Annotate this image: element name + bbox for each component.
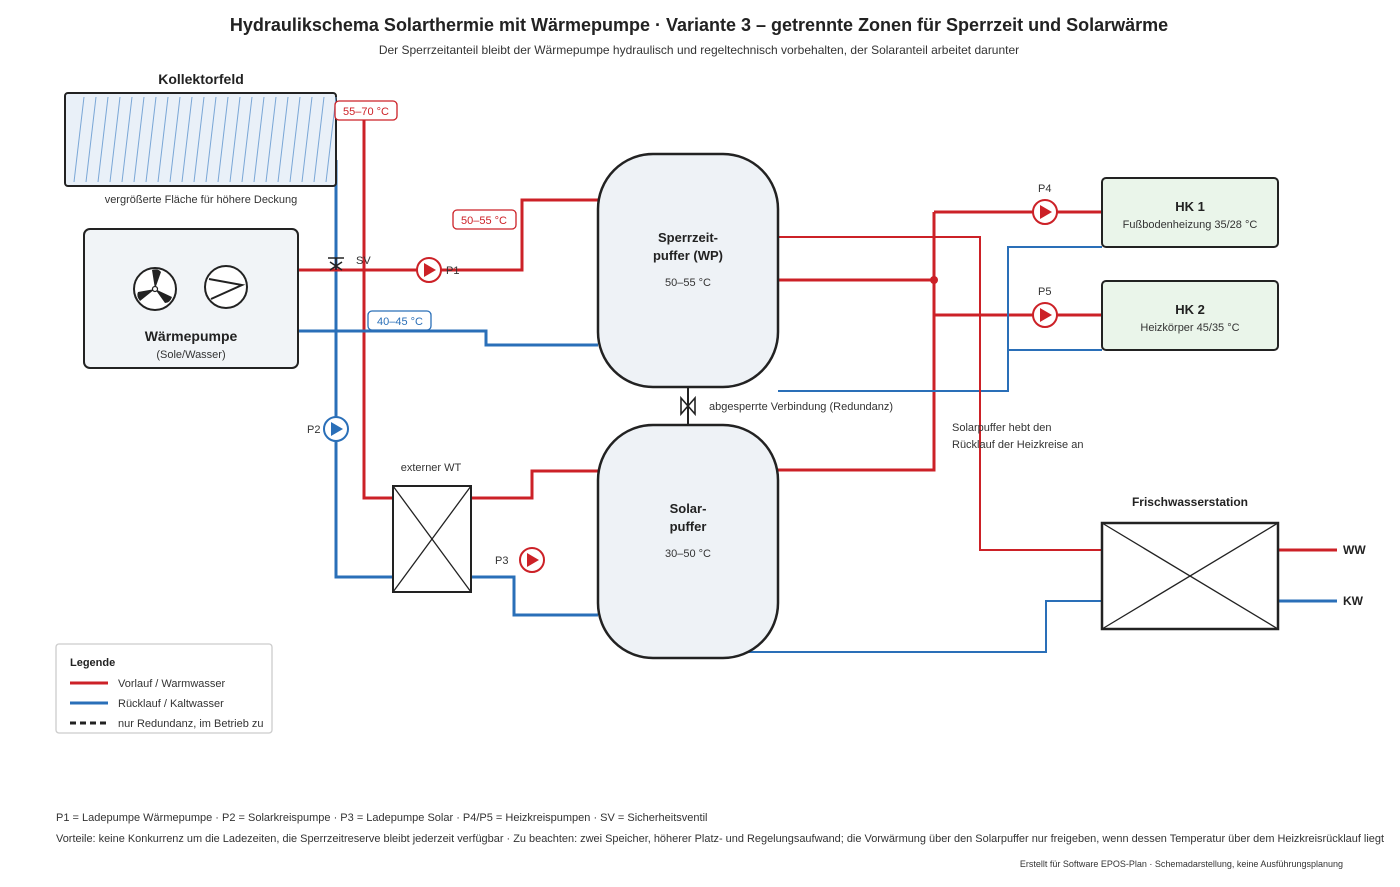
- collector-tube: [109, 96, 121, 183]
- legend-label-supply: Vorlauf / Warmwasser: [118, 678, 226, 690]
- hk2-title: HK 2: [1175, 302, 1205, 317]
- external-hx: [392, 485, 472, 593]
- collector-tube: [181, 96, 193, 183]
- collector-field: [64, 92, 337, 187]
- collector-tube: [85, 96, 97, 183]
- tank-top-line1: Sperrzeit-: [658, 230, 718, 245]
- sv-label: SV: [356, 255, 371, 267]
- pump-p4-icon: [1032, 199, 1058, 225]
- temp-tag-hp-return: 40–45 °C: [367, 310, 432, 331]
- hk2-subtitle: Heizkörper 45/35 °C: [1140, 322, 1239, 334]
- collector-tube: [325, 96, 337, 183]
- tank-bottom-line1: Solar-: [670, 501, 707, 516]
- hp-supply-pipe: [298, 198, 598, 272]
- collector-tube: [133, 96, 145, 183]
- heatpump-title: Wärmepumpe: [145, 328, 238, 344]
- collector-note: vergrößerte Fläche für höhere Deckung: [105, 194, 298, 206]
- collector-tube: [265, 96, 277, 183]
- footer-credit: Erstellt für Software EPOS-Plan · Schema…: [1020, 859, 1343, 869]
- legend: Legende Vorlauf / Warmwasser Rücklauf / …: [55, 643, 273, 734]
- heatpump-box: [83, 228, 299, 369]
- collector-tube: [241, 96, 253, 183]
- hk1-subtitle: Fußbodenheizung 35/28 °C: [1123, 219, 1258, 231]
- hx-label: externer WT: [401, 462, 462, 474]
- fan-icon: [133, 267, 177, 311]
- collector-tube: [277, 96, 289, 183]
- pump-p1-icon: [416, 257, 442, 283]
- junction-dot: [930, 276, 938, 284]
- hx-tank-supply-pipe: [471, 469, 598, 500]
- collector-return-pipe: [334, 160, 393, 579]
- collector-tube: [313, 96, 325, 183]
- tank-bottom-temp: 30–50 °C: [665, 548, 711, 560]
- shutoff-valve-icon: [680, 395, 696, 417]
- svg-text:40–45 °C: 40–45 °C: [377, 316, 423, 328]
- hk1-title: HK 1: [1175, 199, 1205, 214]
- collector-tube: [97, 96, 109, 183]
- pump-p4-label: P4: [1038, 183, 1051, 195]
- ww-label: WW: [1343, 543, 1366, 557]
- footer-notes: Vorteile: keine Konkurrenz um die Ladeze…: [56, 833, 1384, 845]
- legend-label-redundancy: nur Redundanz, im Betrieb zu: [118, 718, 264, 730]
- collector-tube: [205, 96, 217, 183]
- tank-sperrzeit: [596, 152, 780, 389]
- safety-valve-icon: [328, 257, 344, 271]
- collector-supply-pipe: [362, 120, 393, 500]
- collector-tube: [253, 96, 265, 183]
- collector-title: Kollektorfeld: [158, 71, 244, 87]
- tank-bottom-line2: puffer: [670, 519, 707, 534]
- kw-label: KW: [1343, 594, 1364, 608]
- collector-tube: [217, 96, 229, 183]
- hp-return-pipe: [298, 329, 598, 347]
- collector-tube: [289, 96, 301, 183]
- pump-p2-label: P2: [307, 424, 320, 436]
- pump-p5-label: P5: [1038, 286, 1051, 298]
- collector-tube: [301, 96, 313, 183]
- tank-top-line2: puffer (WP): [653, 248, 723, 263]
- hk2-box: [1101, 280, 1279, 351]
- solar-note-line1: Solarpuffer hebt den: [952, 422, 1051, 434]
- pump-p5-icon: [1032, 302, 1058, 328]
- heating-supply-riser: [778, 212, 936, 472]
- temp-tag-hp-supply: 50–55 °C: [452, 209, 517, 230]
- pump-p2-icon: [323, 416, 349, 442]
- hk1-return-pipe: [778, 246, 1102, 392]
- hk1-box: [1101, 177, 1279, 248]
- connection-label: abgesperrte Verbindung (Redundanz): [709, 401, 893, 413]
- legend-label-return: Rücklauf / Kaltwasser: [118, 698, 224, 710]
- fws-supply-pipe: [778, 236, 1102, 551]
- pump-p1-label: P1: [446, 265, 459, 277]
- svg-text:50–55 °C: 50–55 °C: [461, 215, 507, 227]
- temp-tag-collector: 55–70 °C: [334, 100, 398, 121]
- hx-tank-return-pipe: [471, 575, 598, 617]
- fresh-water-station: [1100, 521, 1280, 631]
- diagram-subtitle: Der Sperrzeitanteil bleibt der Wärmepump…: [379, 43, 1019, 57]
- diagram-title: Hydraulikschema Solarthermie mit Wärmepu…: [230, 15, 1168, 35]
- collector-tube: [169, 96, 181, 183]
- collector-tube: [157, 96, 169, 183]
- solar-note-line2: Rücklauf der Heizkreise an: [952, 439, 1083, 451]
- tank-top-temp: 50–55 °C: [665, 277, 711, 289]
- footer-abbreviations: P1 = Ladepumpe Wärmepumpe · P2 = Solarkr…: [56, 812, 707, 824]
- collector-tube: [193, 96, 205, 183]
- pump-p3-icon: [519, 547, 545, 573]
- svg-text:55–70 °C: 55–70 °C: [343, 106, 389, 118]
- heatpump-subtitle: (Sole/Wasser): [156, 349, 225, 361]
- collector-tube: [121, 96, 133, 183]
- collector-tube: [73, 96, 85, 183]
- pump-p3-label: P3: [495, 555, 508, 567]
- legend-title: Legende: [70, 657, 115, 669]
- collector-tube: [145, 96, 157, 183]
- compressor-icon: [204, 265, 248, 309]
- fws-title: Frischwasserstation: [1132, 495, 1248, 509]
- tank-solar: [596, 423, 780, 660]
- collector-tube: [229, 96, 241, 183]
